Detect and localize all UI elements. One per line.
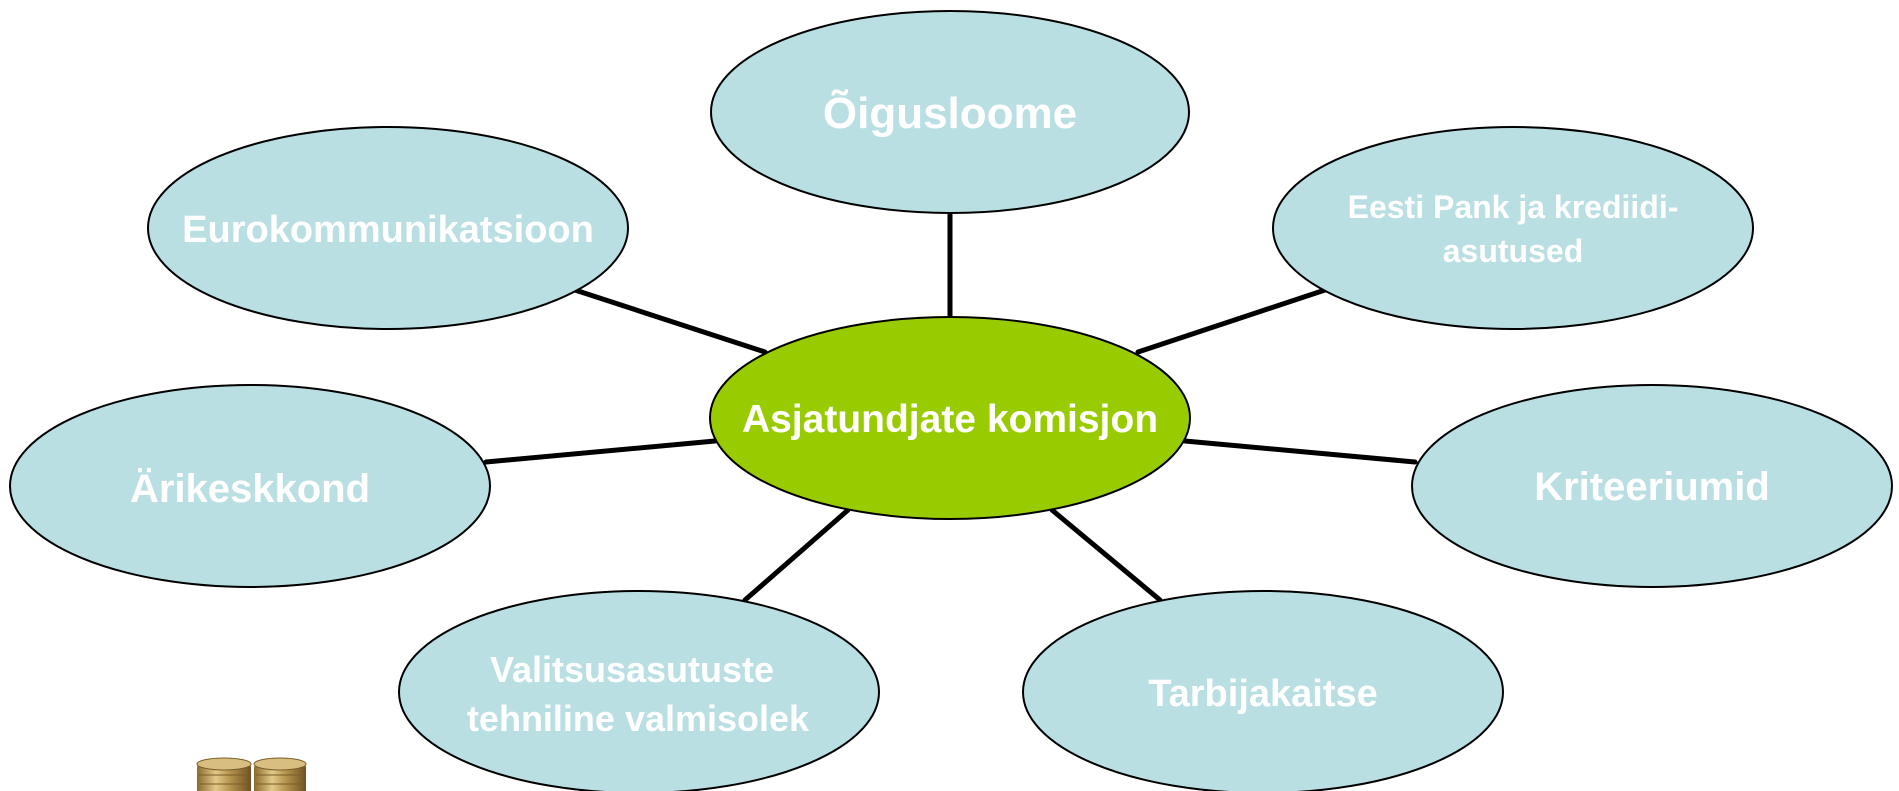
node-oigusloome-label: Õigusloome [823,88,1077,138]
connectors [483,207,1418,603]
coin-stack-right-top [253,757,307,771]
node-arikeskkond-shape [9,384,491,588]
coin-stack-left-top [196,757,252,771]
node-oigusloome: Õigusloome [710,10,1190,214]
coin-stacks-icon [196,757,307,791]
connector-eurokommunikatsioon [572,287,768,355]
connector-eesti-pank [1135,287,1328,355]
node-center: Asjatundjate komisjon [709,316,1191,520]
node-kriteeriumid: Kriteeriumid [1411,384,1893,588]
node-center-label: Asjatundjate komisjon [742,398,1158,441]
node-valitsusasutuste-label-line-1: Valitsusasutuste [490,649,774,690]
node-arikeskkond-label: Ärikeskkond [130,467,370,511]
connector-kriteeriumid [1182,438,1418,465]
connector-tarbijakaitse [1049,507,1163,603]
connector-valitsusasutuste [742,507,851,603]
node-eesti-pank-shape [1272,126,1754,330]
node-arikeskkond: Ärikeskkond [9,384,491,588]
node-tarbijakaitse-shape [1022,590,1504,791]
node-eesti-pank-label-line-1: Eesti Pank ja krediidi- [1348,189,1679,225]
node-valitsusasutuste: Valitsusasutuste tehniline valmisolek [398,590,880,791]
node-eesti-pank: Eesti Pank ja krediidi- asutused [1272,126,1754,330]
node-eurokommunikatsioon-label: Eurokommunikatsioon [182,209,594,251]
node-eurokommunikatsioon-shape [147,126,629,330]
node-valitsusasutuste-shape [398,590,880,791]
node-kriteeriumid-shape [1411,384,1893,588]
node-kriteeriumid-label: Kriteeriumid [1534,465,1770,509]
node-tarbijakaitse-label: Tarbijakaitse [1148,673,1378,715]
node-oigusloome-shape [710,10,1190,214]
node-center-shape [709,316,1191,520]
node-eurokommunikatsioon: Eurokommunikatsioon [147,126,629,330]
node-eesti-pank-label-line-2: asutused [1443,233,1583,269]
node-valitsusasutuste-label-line-2: tehniline valmisolek [467,698,810,739]
connector-arikeskkond [483,438,718,465]
node-tarbijakaitse: Tarbijakaitse [1022,590,1504,791]
